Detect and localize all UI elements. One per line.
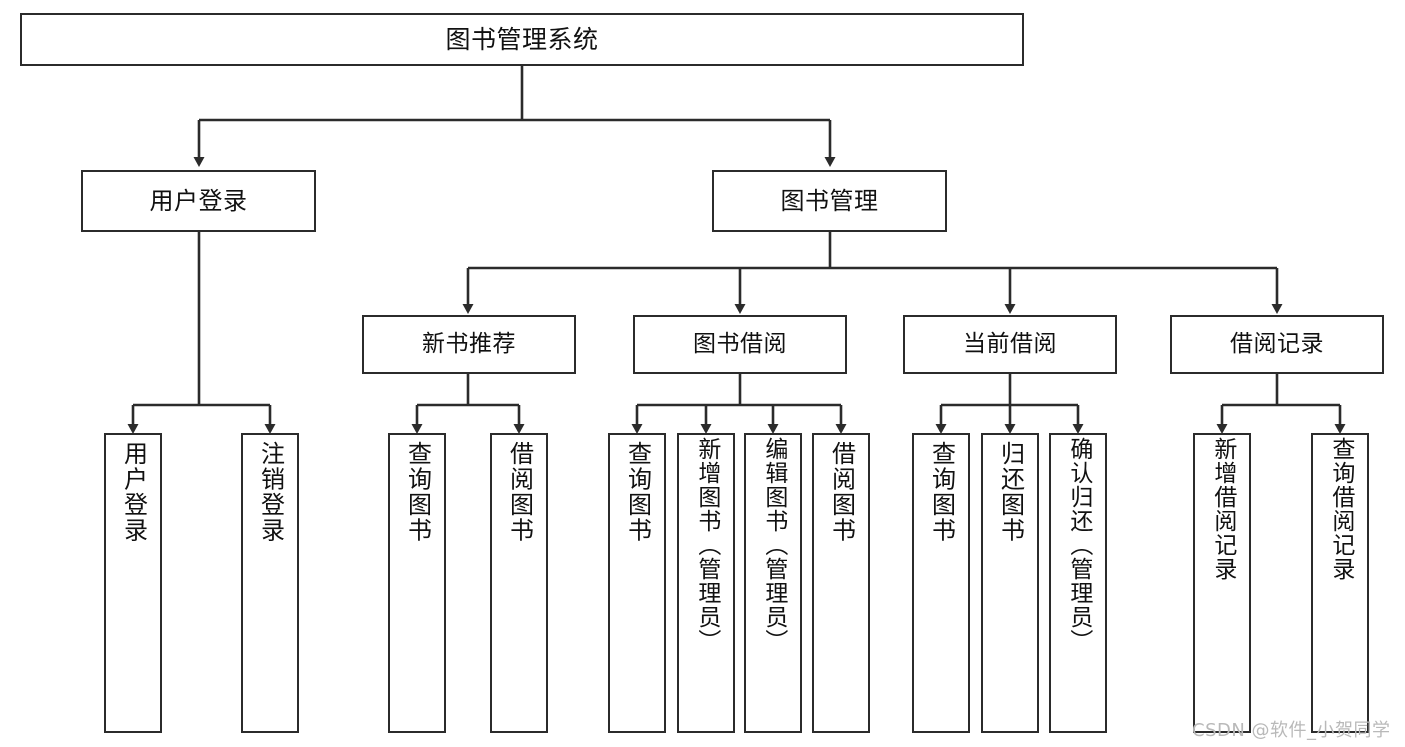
node-new-book-rec-label: 新书推荐 bbox=[422, 330, 516, 357]
node-current-borrow-label: 当前借阅 bbox=[963, 330, 1057, 357]
node-leaf-return-book[interactable]: 归还图书 bbox=[981, 433, 1039, 733]
node-leaf-add-record[interactable]: 新增借阅记录 bbox=[1193, 433, 1251, 733]
node-new-book-rec[interactable]: 新书推荐 bbox=[362, 315, 576, 374]
node-leaf-edit-book[interactable]: 编辑图书（管理员） bbox=[744, 433, 802, 733]
node-leaf-return-book-label: 归还图书 bbox=[996, 441, 1025, 543]
node-leaf-borrow-book-1-label: 借阅图书 bbox=[505, 441, 534, 543]
node-root-label: 图书管理系统 bbox=[445, 24, 599, 54]
node-leaf-edit-book-label: 编辑图书（管理员） bbox=[760, 437, 787, 653]
node-book-manage-label: 图书管理 bbox=[780, 186, 879, 215]
node-leaf-query-book-1[interactable]: 查询图书 bbox=[388, 433, 446, 733]
node-user-login[interactable]: 用户登录 bbox=[81, 170, 316, 232]
node-leaf-borrow-book-2-label: 借阅图书 bbox=[827, 441, 856, 543]
node-leaf-user-login-label: 用户登录 bbox=[119, 441, 148, 543]
node-leaf-query-record-label: 查询借阅记录 bbox=[1327, 437, 1354, 581]
node-leaf-query-book-2-label: 查询图书 bbox=[623, 441, 652, 543]
node-root[interactable]: 图书管理系统 bbox=[20, 13, 1024, 66]
node-book-borrow-label: 图书借阅 bbox=[693, 330, 787, 357]
node-leaf-add-record-label: 新增借阅记录 bbox=[1209, 437, 1236, 581]
node-leaf-borrow-book-1[interactable]: 借阅图书 bbox=[490, 433, 548, 733]
node-leaf-user-logout-label: 注销登录 bbox=[256, 441, 285, 543]
node-leaf-confirm-return[interactable]: 确认归还（管理员） bbox=[1049, 433, 1107, 733]
node-user-login-label: 用户登录 bbox=[149, 186, 248, 215]
node-leaf-add-book[interactable]: 新增图书（管理员） bbox=[677, 433, 735, 733]
node-borrow-record[interactable]: 借阅记录 bbox=[1170, 315, 1384, 374]
node-leaf-borrow-book-2[interactable]: 借阅图书 bbox=[812, 433, 870, 733]
node-current-borrow[interactable]: 当前借阅 bbox=[903, 315, 1117, 374]
node-leaf-query-book-3-label: 查询图书 bbox=[927, 441, 956, 543]
node-borrow-record-label: 借阅记录 bbox=[1230, 330, 1324, 357]
node-leaf-query-book-2[interactable]: 查询图书 bbox=[608, 433, 666, 733]
node-leaf-confirm-return-label: 确认归还（管理员） bbox=[1065, 437, 1092, 653]
node-leaf-user-login[interactable]: 用户登录 bbox=[104, 433, 162, 733]
node-leaf-query-record[interactable]: 查询借阅记录 bbox=[1311, 433, 1369, 733]
node-leaf-query-book-1-label: 查询图书 bbox=[403, 441, 432, 543]
watermark: CSDN @软件_小贺同学 bbox=[1192, 720, 1391, 741]
node-leaf-query-book-3[interactable]: 查询图书 bbox=[912, 433, 970, 733]
node-book-manage[interactable]: 图书管理 bbox=[712, 170, 947, 232]
node-book-borrow[interactable]: 图书借阅 bbox=[633, 315, 847, 374]
node-leaf-add-book-label: 新增图书（管理员） bbox=[693, 437, 720, 653]
node-leaf-user-logout[interactable]: 注销登录 bbox=[241, 433, 299, 733]
